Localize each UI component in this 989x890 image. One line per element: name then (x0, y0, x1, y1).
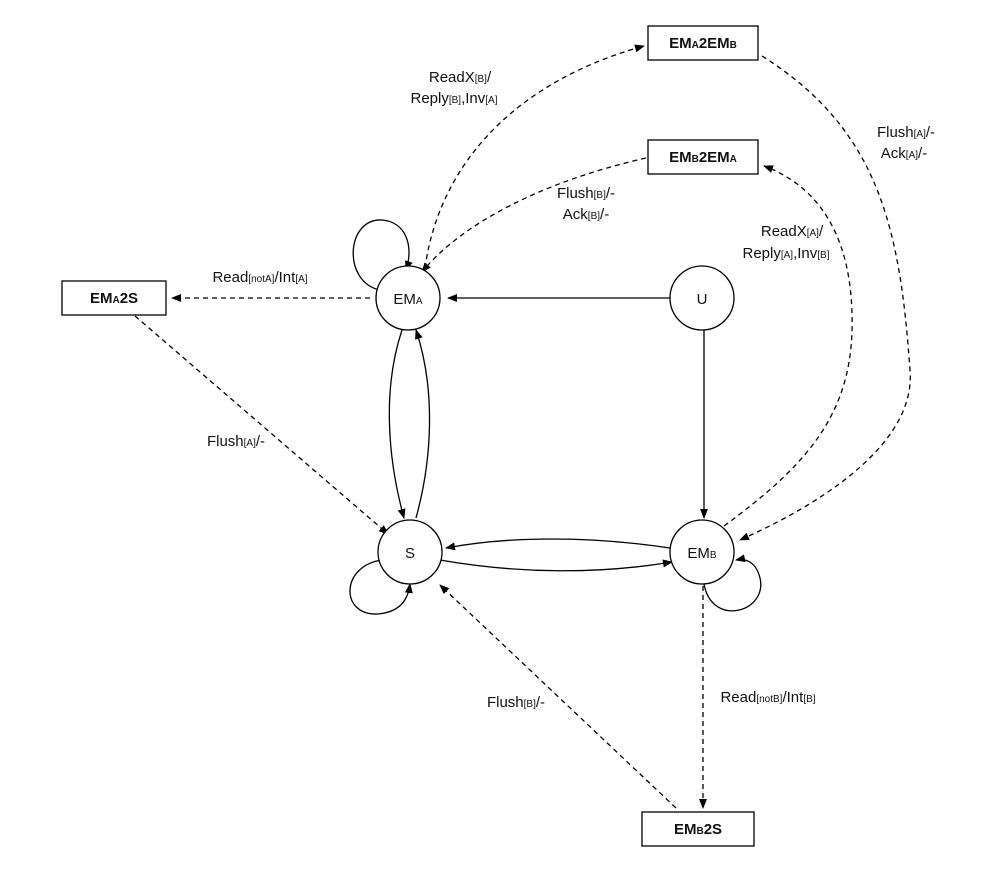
svg-text:Flush[A]/-: Flush[A]/- (877, 124, 935, 141)
edge-s-to-emb (439, 559, 673, 572)
label-read-nota: Read[notA]/Int[A] (212, 269, 307, 286)
state-node-u: U (669, 265, 735, 331)
svg-text:U: U (697, 291, 708, 308)
svg-text:EMB: EMB (687, 545, 717, 562)
svg-text:Flush[B]/-: Flush[B]/- (487, 694, 545, 711)
self-loop-ema (352, 219, 413, 291)
label-readx-b: ReadX[B]/ Reply[B],Inv[A] (410, 69, 497, 107)
svg-text:Reply[B],Inv[A]: Reply[B],Inv[A] (410, 90, 497, 107)
edge-emb-to-emb2ema (723, 165, 853, 527)
svg-text:ReadX[A]/: ReadX[A]/ (761, 223, 824, 240)
edge-s-to-ema (415, 329, 431, 519)
box-ema2emb: EMA2EMB (647, 25, 759, 61)
svg-text:EMA2S: EMA2S (90, 290, 138, 307)
svg-text:EMA2EMB: EMA2EMB (669, 35, 737, 52)
edge-ema-to-s (388, 329, 406, 519)
label-flush-a-ack: Flush[A]/- Ack[A]/- (877, 124, 935, 162)
box-emb2ema: EMB2EMA (647, 139, 759, 175)
self-loop-s (349, 559, 413, 615)
svg-text:EMA: EMA (393, 291, 423, 308)
svg-text:EMB2S: EMB2S (674, 821, 722, 838)
svg-text:ReadX[B]/: ReadX[B]/ (429, 69, 492, 86)
svg-text:Ack[B]/-: Ack[B]/- (563, 206, 609, 223)
label-read-notb: Read[notB]/Int[B] (720, 689, 815, 706)
edge-emb2s-to-s (439, 584, 677, 809)
label-readx-a: ReadX[A]/ Reply[A],Inv[B] (742, 223, 829, 262)
svg-text:Flush[A]/-: Flush[A]/- (207, 433, 265, 450)
label-flush-b: Flush[B]/- (487, 694, 545, 711)
svg-text:Flush[B]/-: Flush[B]/- (557, 185, 615, 202)
state-node-emb: EMB (669, 519, 735, 585)
svg-text:Read[notB]/Int[B]: Read[notB]/Int[B] (720, 689, 815, 706)
label-flush-a: Flush[A]/- (207, 433, 265, 450)
svg-text:Ack[A]/-: Ack[A]/- (881, 145, 927, 162)
svg-text:S: S (405, 545, 415, 562)
edge-ema-to-ema2emb (424, 44, 645, 269)
edge-ema2emb-to-emb (739, 55, 911, 541)
svg-text:EMB2EMA: EMB2EMA (669, 149, 737, 166)
svg-text:Reply[A],Inv[B]: Reply[A],Inv[B] (742, 245, 829, 262)
box-ema2s: EMA2S (61, 280, 167, 316)
svg-text:Read[notA]/Int[A]: Read[notA]/Int[A] (212, 269, 307, 286)
state-node-ema: EMA (375, 265, 441, 331)
edge-ema2s-to-s (134, 315, 389, 535)
edge-emb-to-s (445, 538, 671, 551)
self-loop-emb (703, 554, 762, 612)
state-node-s: S (377, 519, 443, 585)
edge-emb2ema-to-ema (421, 157, 647, 273)
box-emb2s: EMB2S (641, 811, 755, 847)
label-flush-b-ack: Flush[B]/- Ack[B]/- (557, 185, 615, 223)
